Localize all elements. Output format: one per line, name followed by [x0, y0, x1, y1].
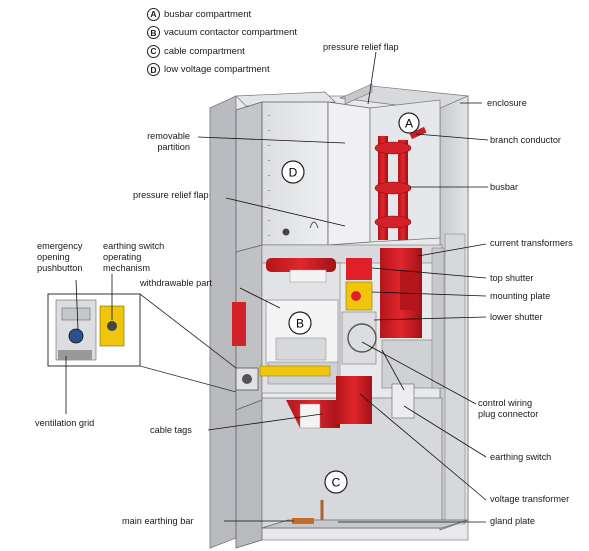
earthing-switch	[391, 383, 415, 419]
busbar-connector-1	[374, 141, 412, 155]
leader-cable-tags	[207, 413, 323, 431]
branch-conductor	[409, 126, 427, 140]
legend-text-a: busbar compartment	[164, 8, 252, 20]
insulator	[289, 269, 327, 283]
leader-voltage-transformer	[359, 393, 487, 501]
label-earthing-mechanism-3: mechanism	[103, 263, 150, 273]
control-wiring	[381, 349, 405, 391]
label-cable-tags: cable tags	[150, 425, 192, 435]
inset-connector-top	[139, 293, 237, 369]
inset-connector-bottom	[139, 365, 237, 393]
leader-control-wiring	[361, 341, 477, 405]
legend-marker-a: A	[147, 7, 160, 21]
main-earthing-bar	[292, 518, 314, 524]
label-ventilation-grid: ventilation grid	[35, 418, 95, 428]
mounting-plate-hole	[351, 291, 361, 301]
inset-earthing-socket	[107, 321, 117, 331]
leader-earthing-switch	[403, 405, 487, 458]
withdrawable-panel	[275, 337, 327, 361]
enclosure-front-column	[444, 233, 466, 525]
label-main-earthing-bar: main earthing bar	[122, 516, 194, 526]
inset-ventilation-grid	[58, 350, 92, 360]
label-emergency-2: opening	[37, 252, 70, 262]
label-control-wiring-2: plug connector	[478, 409, 539, 419]
current-transformer-body	[400, 270, 416, 310]
inset-label-plate	[61, 307, 91, 321]
leader-lower-shutter	[373, 316, 487, 321]
leader-pressure-relief-top	[367, 51, 377, 105]
marker-a: A	[398, 112, 420, 134]
busbar-connector-2	[374, 181, 412, 195]
label-current-transformers: current transformers	[490, 238, 573, 248]
voltage-transformer	[336, 376, 372, 424]
marker-a-text: A	[405, 117, 413, 131]
lv-box-lock	[282, 228, 290, 236]
top-shutter	[346, 258, 372, 280]
label-earthing-switch: earthing switch	[490, 452, 552, 462]
lower-shutter-ring	[347, 323, 377, 353]
label-branch-conductor: branch conductor	[490, 135, 561, 145]
legend-marker-d: D	[147, 63, 160, 77]
leader-removable-partition	[197, 136, 346, 144]
label-emergency-3: pushbutton	[37, 263, 83, 273]
leader-top-shutter	[371, 267, 487, 279]
leader-emergency	[75, 279, 79, 331]
legend-text-c: cable compartment	[164, 45, 245, 57]
busbar-connector-3	[374, 215, 412, 229]
label-voltage-transformer: voltage transformer	[490, 494, 570, 504]
label-emergency-1: emergency	[37, 241, 83, 251]
pressure-relief-flap-top	[344, 83, 373, 105]
label-earthing-mechanism-1: earthing switch	[103, 241, 165, 251]
legend-text-d: low voltage compartment	[164, 64, 270, 76]
marker-d-text: D	[289, 166, 298, 180]
contactor-pole-top	[266, 258, 336, 272]
label-mounting-plate: mounting plate	[490, 291, 551, 301]
front-red-label	[232, 302, 246, 346]
label-pressure-relief-flap-top: pressure relief flap	[323, 42, 399, 52]
label-removable-partition-1: removable	[147, 131, 190, 141]
label-earthing-mechanism-2: operating	[103, 252, 142, 262]
label-lower-shutter: lower shutter	[490, 312, 543, 322]
legend-marker-c: C	[147, 44, 160, 58]
marker-c: C	[324, 470, 348, 494]
label-withdrawable-part: withdrawable part	[140, 278, 213, 288]
leader-lines	[65, 51, 489, 523]
front-interlock-knob	[242, 374, 252, 384]
emergency-pushbutton	[68, 328, 84, 344]
partition-hook	[309, 221, 319, 229]
marker-c-text: C	[332, 476, 341, 490]
lv-box-side	[235, 101, 263, 253]
label-control-wiring-1: control wiring	[478, 398, 533, 408]
label-gland-plate: gland plate	[490, 516, 535, 526]
label-enclosure: enclosure	[487, 98, 527, 108]
leader-mounting-plate	[371, 291, 487, 297]
marker-b: B	[288, 311, 312, 335]
label-busbar: busbar	[490, 182, 519, 192]
lower-shutter	[341, 311, 377, 365]
label-removable-partition-2: partition	[157, 142, 190, 152]
leader-current-transformers	[417, 243, 487, 257]
marker-b-text: B	[296, 317, 304, 331]
marker-d: D	[281, 160, 305, 184]
leader-pressure-relief-mid	[225, 197, 346, 227]
leader-withdrawable-part	[239, 287, 281, 309]
legend-text-b: vacuum contactor compartment	[164, 27, 298, 39]
cable-side	[235, 399, 263, 549]
yellow-rail	[259, 365, 331, 377]
leader-branch-conductor	[415, 133, 489, 141]
legend-marker-b: B	[147, 26, 160, 40]
label-pressure-relief-flap-mid: pressure relief flap	[133, 190, 209, 200]
label-top-shutter: top shutter	[490, 273, 534, 283]
